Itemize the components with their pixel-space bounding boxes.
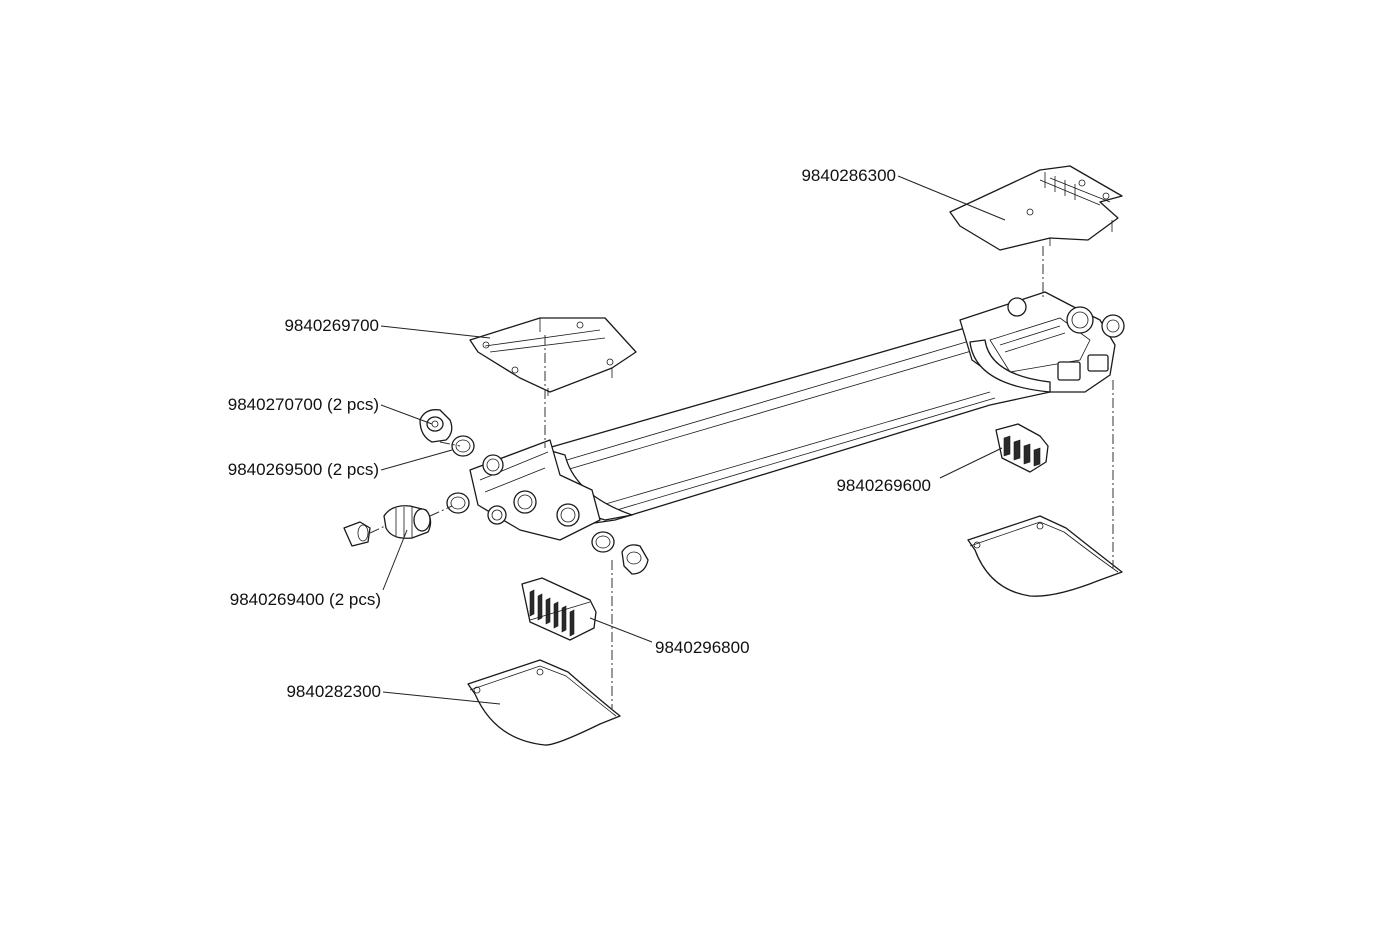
label-seal-ring: 9840269500 (2 pcs) <box>228 460 379 479</box>
leader-lines <box>380 175 1006 705</box>
seal-rings <box>446 435 649 575</box>
luminaire-body <box>469 291 1125 541</box>
cable-gland <box>343 505 432 547</box>
part-labels: 9840286300 9840269700 9840270700 (2 pcs)… <box>228 166 931 701</box>
label-terminal-block-right: 9840269600 <box>836 476 931 495</box>
label-cable-gland: 9840269400 (2 pcs) <box>230 590 381 609</box>
label-mount-plate-left: 9840269700 <box>284 316 379 335</box>
label-end-cap-left: 9840282300 <box>286 682 381 701</box>
end-cap-right <box>967 515 1123 597</box>
mounting-plate-right <box>949 165 1123 251</box>
end-cap-left <box>467 659 621 746</box>
label-terminal-block-left: 9840296800 <box>655 638 750 657</box>
label-plug: 9840270700 (2 pcs) <box>228 395 379 414</box>
mounting-plate-left <box>469 317 637 396</box>
terminal-block-right <box>995 423 1049 473</box>
plug-part <box>419 409 453 443</box>
assembly-axis-lines <box>369 246 1114 710</box>
terminal-block-left <box>521 577 597 641</box>
label-mount-plate-right: 9840286300 <box>801 166 896 185</box>
